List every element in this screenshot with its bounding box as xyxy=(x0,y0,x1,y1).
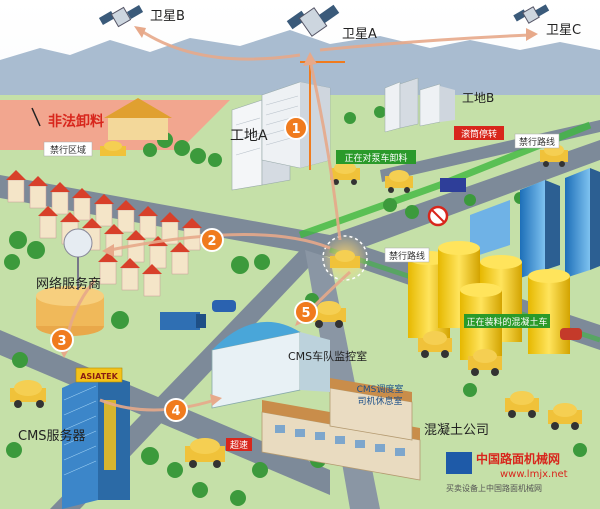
cms-monitor-tag: CMS车队监控室 xyxy=(288,349,367,363)
step-number: 5 xyxy=(301,306,310,321)
step-number: 2 xyxy=(207,234,216,249)
forbidden-route-label: 禁行路线 xyxy=(519,136,555,148)
speeding-tag: 超速 xyxy=(226,438,252,451)
step-badges: 1 2 3 4 5 xyxy=(50,116,318,422)
step-number: 3 xyxy=(57,334,66,349)
illegal-unload-house xyxy=(104,98,172,140)
forbidden-route-label: 禁行路线 xyxy=(389,250,425,262)
cms-dispatch-label: CMS调度室 xyxy=(357,383,404,395)
forbidden-route-tag-1: 禁行路线 xyxy=(514,133,560,149)
step-number: 4 xyxy=(171,404,180,419)
watermark: 中国路面机械网 www.lmjx.net 买卖设备上中国路面机械网 xyxy=(446,451,568,493)
cms-server-tag: CMS服务器 xyxy=(18,428,86,444)
asiatek-label: ASIATEK xyxy=(80,372,118,381)
site-a-label: 工地A xyxy=(230,128,268,144)
watermark-brand: 中国路面机械网 xyxy=(476,451,560,466)
satellite-b-label: 卫星B xyxy=(150,9,185,24)
step-badge-2: 2 xyxy=(200,228,224,252)
site-b-label: 工地B xyxy=(462,91,494,105)
site-labels: 工地A 工地B xyxy=(230,91,494,144)
cms-monitor-label: CMS车队监控室 xyxy=(288,349,367,363)
driver-lounge-label: 司机休息室 xyxy=(357,395,402,407)
concrete-company-label: 混凝土公司 xyxy=(424,422,489,438)
satellite-b-icon xyxy=(98,5,144,28)
other-vehicles xyxy=(160,178,582,340)
loading-label: 正在装料的混凝土车 xyxy=(466,316,547,328)
cement-silos xyxy=(408,241,570,360)
rollover-label: 滚筒停转 xyxy=(461,128,497,140)
step-badge-4: 4 xyxy=(164,398,188,422)
satellite-labels: 卫星B 卫星A 卫星C xyxy=(150,9,581,42)
mixer-trucks xyxy=(10,141,582,468)
step-number: 1 xyxy=(291,122,300,137)
network-provider-label: 网络服务商 xyxy=(36,276,101,292)
forbidden-zone-label: 禁行区域 xyxy=(50,144,86,156)
forbidden-route-tag-2: 禁行路线 xyxy=(384,247,430,263)
no-entry-slash xyxy=(431,209,445,223)
satellite-c-icon xyxy=(513,4,550,24)
mountains xyxy=(0,30,600,100)
tracked-truck xyxy=(330,250,360,268)
watermark-logo-icon xyxy=(446,452,472,474)
satellite-a-label: 卫星A xyxy=(342,27,377,42)
site-b-buildings xyxy=(384,77,455,133)
network-provider-building xyxy=(36,228,104,336)
cms-server-label: CMS服务器 xyxy=(18,428,86,444)
pumping-tag: 正在对泵车卸料 xyxy=(336,150,416,164)
step-badge-1: 1 xyxy=(284,116,308,140)
office-towers xyxy=(470,168,600,278)
forbidden-zone-tag: 禁行区域 xyxy=(43,141,93,157)
signal-arrows xyxy=(63,28,531,412)
illegal-unload-callout: 非法卸料 xyxy=(31,107,104,130)
rollover-tag: 滚筒停转 xyxy=(454,126,504,140)
cms-server-tower xyxy=(62,367,130,509)
step-badge-5: 5 xyxy=(294,300,318,324)
satellite-a-icon xyxy=(286,4,340,37)
watermark-url: www.lmjx.net xyxy=(500,469,568,480)
step-badge-3: 3 xyxy=(50,328,74,352)
concrete-company-tag: 混凝土公司 xyxy=(424,422,489,438)
cms-dispatch-tag: CMS调度室 司机休息室 xyxy=(357,383,404,407)
pumping-label: 正在对泵车卸料 xyxy=(344,152,407,164)
network-provider-tag: 网络服务商 xyxy=(36,276,101,292)
concrete-company-building xyxy=(261,378,421,481)
speeding-label: 超速 xyxy=(230,439,248,451)
asiatek-sign: ASIATEK xyxy=(80,372,118,381)
signal-arrowheads xyxy=(58,26,538,406)
cms-monitor-building xyxy=(211,321,330,409)
satellite-c-label: 卫星C xyxy=(546,23,581,38)
watermark-tagline: 买卖设备上中国路面机械网 xyxy=(446,483,542,493)
loading-tag: 正在装料的混凝土车 xyxy=(464,314,550,328)
tracked-truck-ring xyxy=(322,235,368,281)
illegal-unload-label: 非法卸料 xyxy=(48,113,104,130)
